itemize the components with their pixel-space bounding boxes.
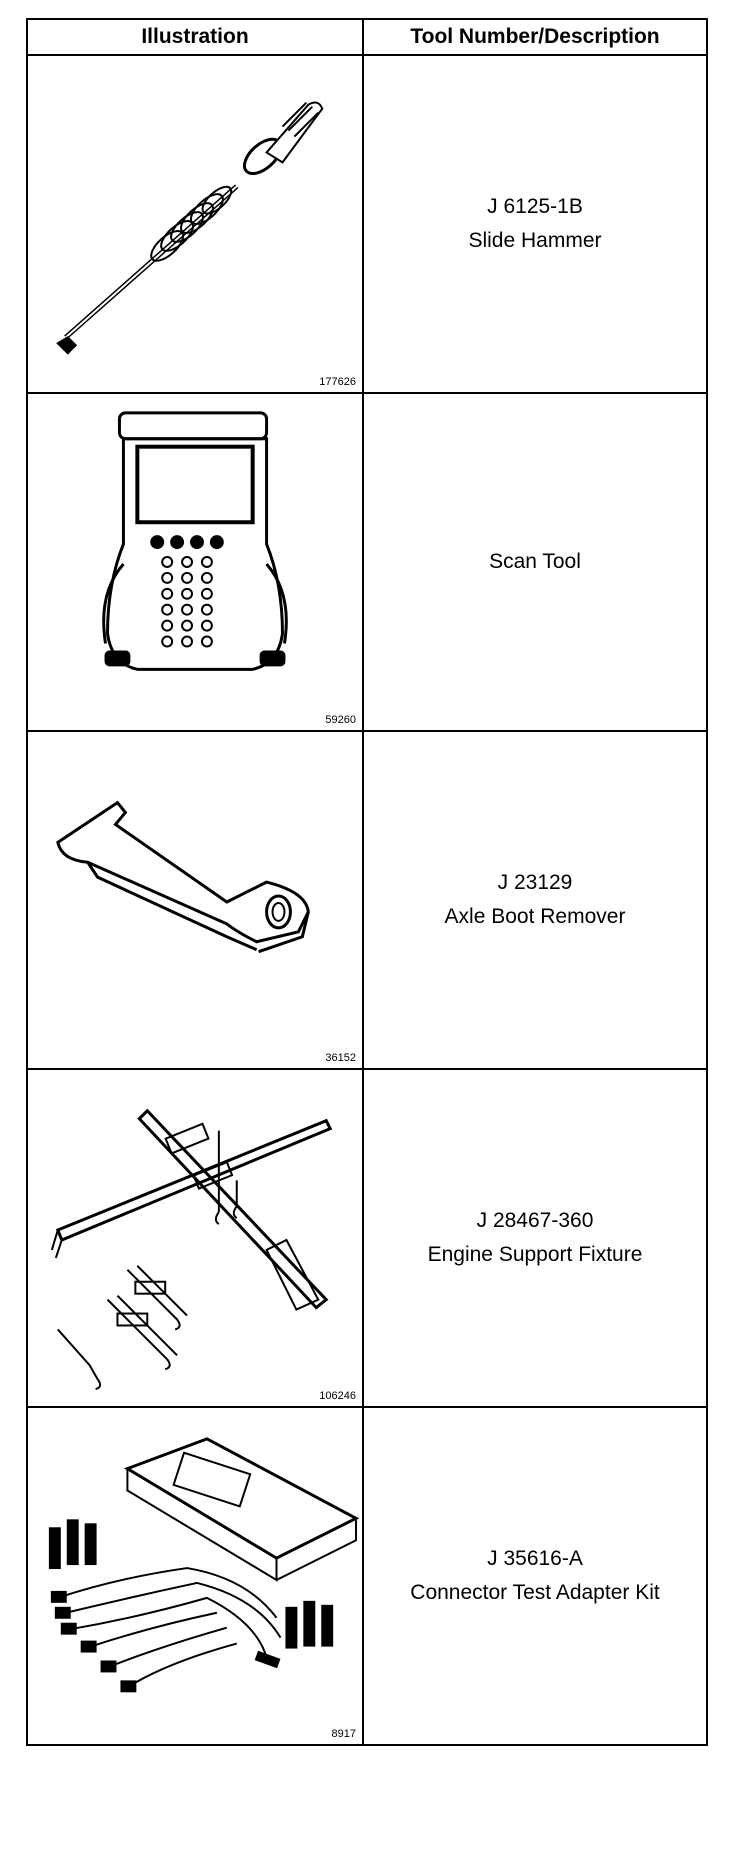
header-tool-description: Tool Number/Description — [362, 18, 708, 56]
tool-number: J 35616-A — [487, 1547, 583, 1570]
tool-description-cell: J 35616-A Connector Test Adapter Kit — [362, 1406, 708, 1746]
table-row: 36152 J 23129 Axle Boot Remover — [26, 730, 708, 1070]
tool-description-cell: J 6125-1B Slide Hammer — [362, 54, 708, 394]
illustration-cell: 177626 — [26, 54, 364, 394]
tool-description-cell: J 23129 Axle Boot Remover — [362, 730, 708, 1070]
tool-description-cell: Scan Tool — [362, 392, 708, 732]
illustration-cell: 36152 — [26, 730, 364, 1070]
illustration-cell: 8917 — [26, 1406, 364, 1746]
tool-description: Scan Tool — [489, 550, 581, 573]
figure-number: 106246 — [319, 1390, 356, 1402]
tool-description: Slide Hammer — [468, 229, 602, 252]
tool-description: Axle Boot Remover — [444, 905, 626, 928]
tool-description: Engine Support Fixture — [427, 1243, 643, 1266]
tool-number: J 23129 — [497, 871, 573, 894]
table-row: 106246 J 28467-360 Engine Support Fixtur… — [26, 1068, 708, 1408]
axle-boot-remover-drawing-icon — [56, 800, 310, 954]
table-header-row: Illustration Tool Number/Description — [26, 18, 708, 56]
slide-hammer-drawing-icon — [56, 101, 324, 355]
tool-description: Connector Test Adapter Kit — [410, 1581, 660, 1604]
figure-number: 177626 — [319, 376, 356, 388]
illustration-cell: 59260 — [26, 392, 364, 732]
figure-number: 36152 — [325, 1052, 356, 1064]
figure-number: 59260 — [325, 714, 356, 726]
table-row: 8917 J 35616-A Connector Test Adapter Ki… — [26, 1406, 708, 1746]
tool-table: Illustration Tool Number/Description — [26, 18, 708, 1746]
figure-number: 8917 — [331, 1728, 356, 1740]
scan-tool-drawing-icon — [102, 411, 288, 671]
table-row: 177626 J 6125-1B Slide Hammer — [26, 54, 708, 394]
connector-test-kit-drawing-icon — [48, 1437, 360, 1693]
table-row: 59260 Scan Tool — [26, 392, 708, 732]
illustration-cell: 106246 — [26, 1068, 364, 1408]
tool-number: J 6125-1B — [487, 195, 583, 218]
tool-number: J 28467-360 — [476, 1209, 594, 1232]
tool-description-cell: J 28467-360 Engine Support Fixture — [362, 1068, 708, 1408]
engine-support-fixture-drawing-icon — [50, 1108, 333, 1391]
header-illustration: Illustration — [26, 18, 364, 56]
